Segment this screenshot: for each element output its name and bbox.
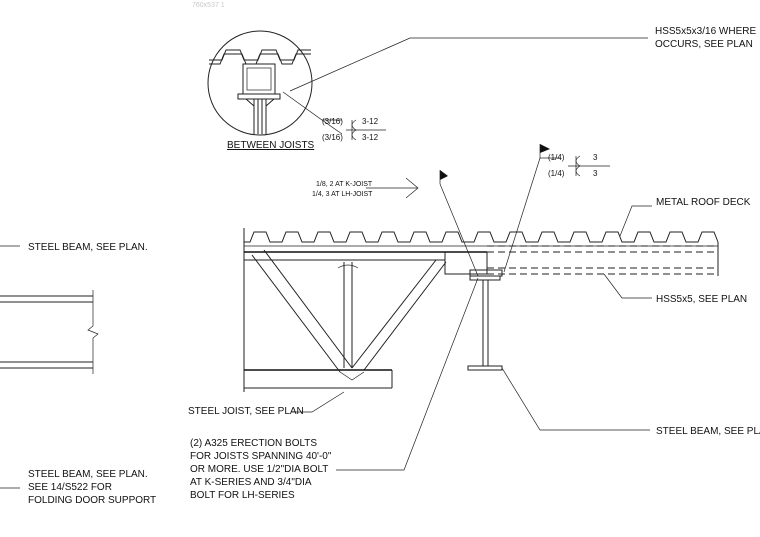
bolt-note-line3: OR MORE. USE 1/2"DIA BOLT [190, 464, 328, 475]
between-joists-title: BETWEEN JOISTS [227, 140, 315, 151]
weld-right-length-top: 3 [593, 153, 598, 162]
bolt-note-leader [336, 277, 479, 471]
steel-joist-label: STEEL JOIST, SEE PLAN [188, 406, 304, 417]
weld-symbol-right [568, 155, 610, 177]
weld-symbol-detail [346, 119, 386, 141]
weld-length-bottom: 3-12 [362, 133, 379, 142]
joist-weld-note-2: 1/4, 3 AT LH-JOIST [312, 191, 373, 198]
roof-deck-leader [619, 205, 652, 237]
joist-weld-note-1: 1/8, 2 AT K-JOIST [316, 181, 373, 188]
hss5x5-label: HSS5x5, SEE PLAN [656, 294, 747, 305]
joist-weld-note-arrow [366, 177, 419, 199]
roof-deck-label: METAL ROOF DECK [656, 197, 751, 208]
bolt-note-line1: (2) A325 ERECTION BOLTS [190, 438, 317, 449]
header-stamp: 760x537 1 [192, 2, 225, 9]
hss5x5-leader [603, 273, 652, 299]
joist-weld-flags [439, 144, 560, 277]
steel-beam-left-label: STEEL BEAM, SEE PLAN. [28, 242, 148, 253]
steel-beam-left-bottom-line2: SEE 14/S522 FOR [28, 482, 112, 493]
weld-length-top: 3-12 [362, 117, 379, 126]
weld-right-length-bottom: 3 [593, 169, 598, 178]
weld-right-size-bottom: (1/4) [548, 169, 565, 178]
weld-size-bottom: (3/16) [322, 133, 343, 142]
steel-beam-left [0, 290, 99, 374]
weld-size-top: (3/16) [322, 117, 343, 126]
steel-joist [243, 228, 503, 392]
weld-right-size-top: (1/4) [548, 153, 565, 162]
steel-beam-left-bottom-line3: FOLDING DOOR SUPPORT [28, 495, 156, 506]
between-joists-detail [207, 30, 343, 136]
hss-callout-line1: HSS5x5x3/16 WHERE [655, 26, 756, 37]
steel-beam-right-leader [501, 367, 650, 431]
bolt-note-line5: BOLT FOR LH-SERIES [190, 490, 295, 501]
hss-callout-leader [289, 37, 648, 92]
steel-beam-right-label: STEEL BEAM, SEE PLAN [656, 426, 760, 437]
bolt-note-line2: FOR JOISTS SPANNING 40'-0" [190, 451, 332, 462]
bolt-note-line4: AT K-SERIES AND 3/4"DIA [190, 477, 312, 488]
hss-callout-line2: OCCURS, SEE PLAN [655, 39, 753, 50]
steel-joist-leader [292, 391, 345, 413]
hss-beam [487, 242, 719, 276]
metal-roof-deck [244, 231, 719, 247]
steel-beam-left-bottom-line1: STEEL BEAM, SEE PLAN. [28, 469, 148, 480]
